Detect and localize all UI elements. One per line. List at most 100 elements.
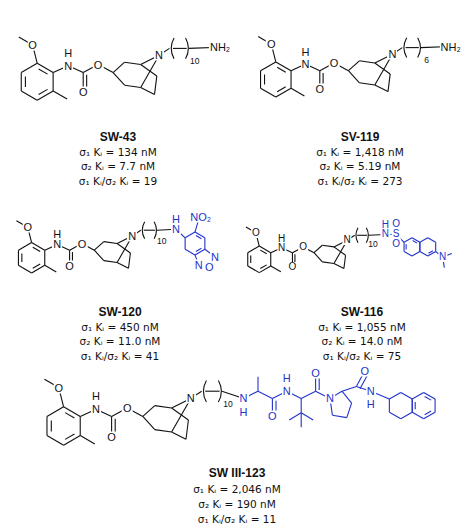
bond-line — [205, 391, 219, 392]
bond-line — [47, 436, 64, 446]
atom-label: N — [194, 260, 204, 271]
bond-line — [264, 75, 265, 85]
atom-label: N — [210, 251, 220, 262]
bond-line — [401, 392, 412, 399]
atom-label: H — [301, 47, 311, 58]
bond-line — [420, 251, 428, 256]
bond-line — [375, 63, 390, 74]
bond-line — [186, 420, 188, 439]
bond-line — [277, 87, 286, 92]
bond-line — [65, 434, 74, 439]
atom-label: O — [77, 238, 88, 249]
repeat-count: 10 — [368, 240, 377, 249]
bond-line — [195, 249, 205, 255]
repeat-count: 10 — [157, 236, 166, 245]
bond-line — [260, 250, 266, 254]
bond-line — [125, 85, 141, 87]
bond-line — [342, 391, 352, 403]
atom-label: O — [391, 239, 401, 249]
atom-label: H — [366, 399, 376, 410]
atom-label: O — [298, 242, 308, 252]
bond-line — [51, 421, 52, 432]
atom-label: H — [52, 229, 62, 240]
molecule-structure — [246, 224, 452, 272]
atom-label: O — [27, 39, 38, 50]
bond-line — [260, 265, 266, 269]
bond-line — [424, 392, 435, 399]
bond-line — [301, 413, 313, 420]
bond-line — [359, 83, 374, 85]
atom-label: O — [310, 368, 321, 379]
repeat-bracket — [404, 38, 407, 58]
bond-line — [113, 62, 125, 72]
bond-line — [290, 71, 291, 89]
bond-line — [359, 61, 374, 63]
bond-line — [144, 230, 155, 231]
bond-line — [129, 253, 131, 268]
bond-line — [420, 238, 428, 243]
atom-label: NO₂ — [189, 211, 212, 222]
atom-label: NH₂ — [440, 41, 462, 52]
bond-line — [143, 416, 155, 429]
bond-line — [348, 71, 359, 83]
atom-label: O — [288, 262, 298, 272]
bond-line — [250, 256, 251, 263]
bond-line — [415, 402, 416, 409]
atom-label: O — [122, 403, 133, 414]
bond-line — [389, 412, 400, 419]
bond-line — [204, 238, 205, 249]
bond-line — [45, 265, 56, 272]
bond-line — [257, 377, 258, 391]
bond-line — [261, 88, 276, 97]
bond-line — [141, 88, 155, 95]
compound-name: SV-119 — [341, 131, 380, 143]
atom-label: H — [239, 406, 249, 417]
bond-line — [412, 399, 413, 412]
repeat-bracket — [356, 228, 358, 243]
bond-line — [259, 266, 271, 273]
bond-line — [428, 238, 436, 243]
bond-line — [424, 412, 435, 419]
bond-line — [412, 392, 423, 399]
repeat-bracket — [171, 38, 174, 59]
atom-label: N — [277, 243, 286, 253]
bond-line — [412, 251, 420, 256]
bond-line — [196, 248, 202, 251]
bond-line — [425, 396, 431, 400]
compound-name: SW-43 — [100, 131, 136, 143]
bond-line — [185, 238, 186, 249]
bond-line — [64, 436, 81, 446]
atom-label: N — [154, 50, 164, 61]
atom-label: O — [64, 261, 75, 272]
atom-label: N — [301, 59, 311, 70]
affinity-value: σ₁ Kᵢ/σ₂ Kᵢ = 273 — [318, 176, 403, 187]
bond-line — [65, 413, 74, 418]
bond-line — [18, 250, 19, 265]
affinity-value: σ₂ Kᵢ = 7.7 nM — [81, 161, 155, 172]
atom-label: O — [266, 39, 277, 50]
bond-line — [172, 408, 189, 420]
atom-label: N — [438, 252, 447, 262]
bond-line — [261, 62, 276, 71]
atom-label: O — [315, 84, 326, 95]
bond-line — [389, 392, 400, 399]
bond-line — [389, 399, 390, 412]
bond-line — [53, 91, 67, 99]
repeat-bracket — [186, 38, 189, 59]
repeat-bracket — [203, 380, 206, 402]
bond-line — [401, 412, 412, 419]
bond-line — [80, 416, 81, 435]
bond-line — [258, 391, 272, 398]
atom-label: S — [392, 229, 401, 239]
bond-line — [406, 47, 419, 48]
bond-line — [155, 406, 172, 408]
atom-label: N — [52, 239, 62, 250]
molecule-structure — [44, 371, 435, 445]
bond-line — [301, 398, 302, 412]
atom-label: H — [282, 373, 292, 384]
bond-line — [185, 232, 195, 238]
atom-label: O — [360, 365, 371, 376]
bond-line — [419, 242, 420, 251]
bond-line — [32, 243, 45, 251]
atom-label: N — [239, 393, 249, 404]
